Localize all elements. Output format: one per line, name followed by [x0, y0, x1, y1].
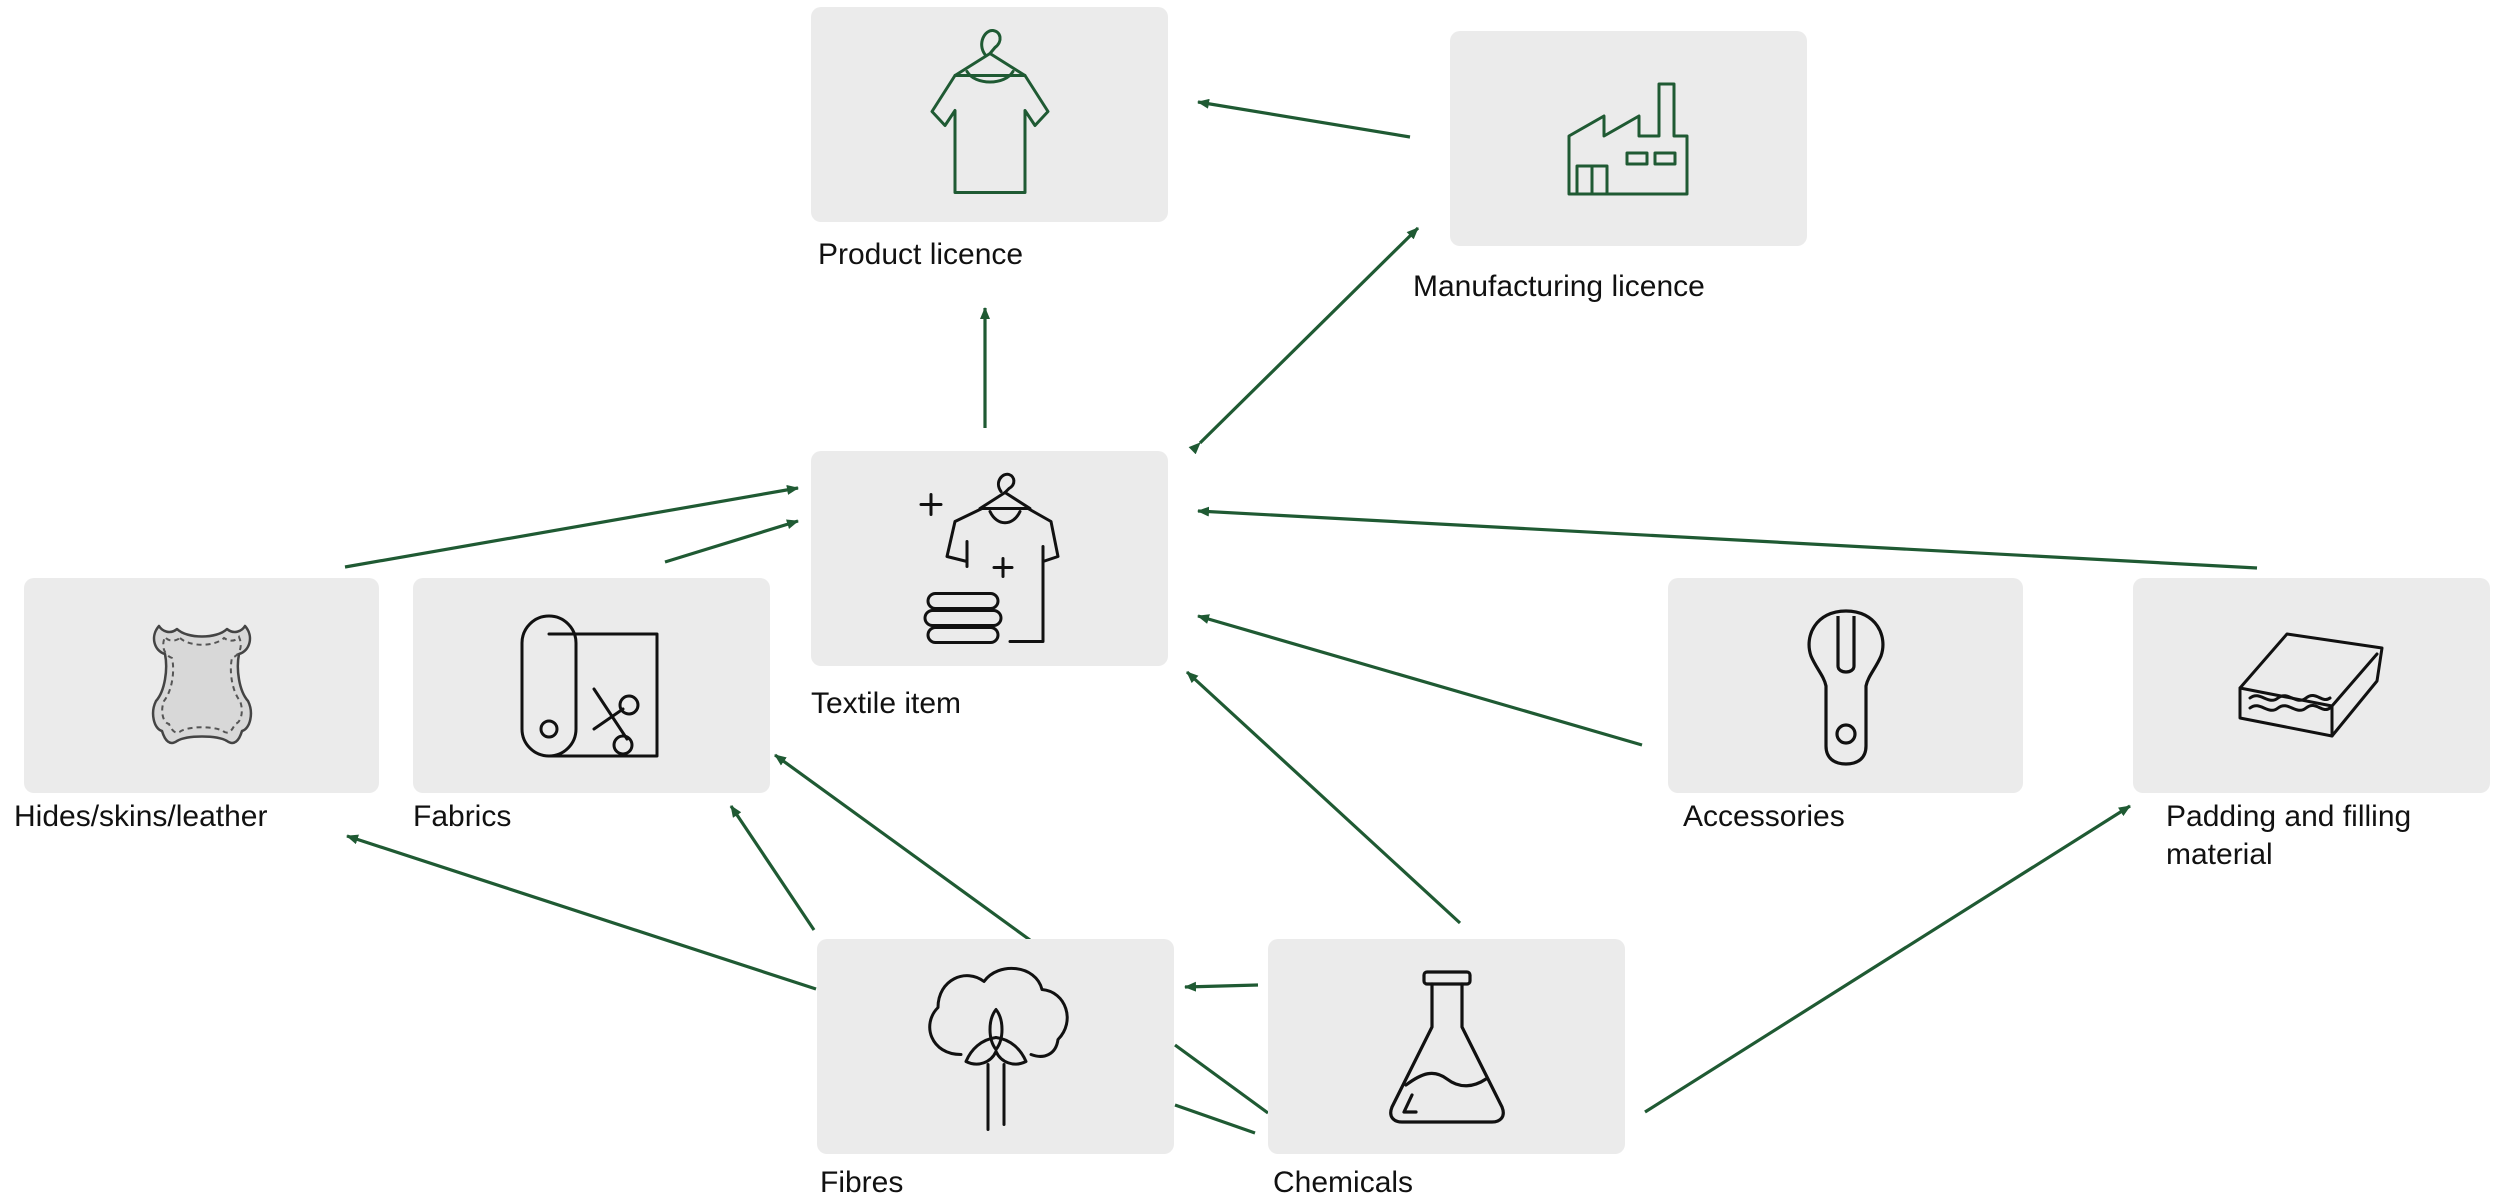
arrow-chemicals-to-textile: [1185, 670, 1462, 925]
chemicals-box: [1268, 939, 1625, 1154]
zipper-pull-icon: [1807, 608, 1884, 766]
product-licence-box: [811, 7, 1168, 222]
product-licence-label: Product licence: [818, 238, 1024, 271]
arrow-padding-to-textile: [1197, 506, 2258, 570]
arrow-chemicals-to-padding: [1644, 804, 2131, 1114]
manufacturing-licence-label: Manufacturing licence: [1413, 270, 1705, 303]
fabrics-box: [413, 578, 770, 793]
connector-fibres-chemicals-a: [1174, 1043, 1269, 1115]
arrow-fibres-to-fabrics-b: [774, 753, 1031, 942]
hides-skins-leather-box: [24, 578, 379, 793]
arrow-fibres-to-hides: [346, 834, 817, 991]
laundry-clothes-icon: [919, 472, 1059, 644]
leather-hide-icon: [151, 624, 252, 744]
padding-layers-icon: [2238, 632, 2383, 737]
arrow-textile-to-manufacturing: [1188, 226, 1420, 455]
arrow-manufacturing-to-product: [1197, 98, 1411, 139]
fabric-roll-scissors-icon: [520, 614, 658, 757]
arrow-fibres-to-fabrics-a: [729, 805, 816, 931]
textile-item-box: [811, 451, 1168, 666]
padding-filling-box: [2133, 578, 2490, 793]
textile-item-label: Textile item: [811, 687, 962, 720]
arrow-fabrics-to-textile: [664, 519, 799, 564]
arrow-accessories-to-textile: [1197, 614, 1643, 747]
hides-skins-leather-label: Hides/skins/leather: [14, 800, 268, 833]
arrow-hides-to-textile: [344, 484, 799, 569]
manufacturing-licence-box: [1450, 31, 1807, 246]
connector-fibres-chemicals-b: [1174, 1103, 1256, 1135]
fibres-box: [817, 939, 1174, 1154]
chemical-flask-icon: [1388, 969, 1505, 1124]
accessories-label: Accessories: [1683, 800, 1845, 833]
chemicals-label: Chemicals: [1273, 1166, 1414, 1199]
padding-filling-label: Padding and filling material: [2166, 800, 2412, 871]
fabrics-label: Fabrics: [413, 800, 512, 833]
t-shirt-on-hanger-icon: [930, 28, 1049, 194]
arrow-chemicals-to-fibres: [1184, 981, 1259, 992]
factory-icon: [1567, 82, 1688, 195]
cotton-plant-icon: [927, 966, 1069, 1131]
fibres-label: Fibres: [820, 1166, 904, 1199]
accessories-box: [1668, 578, 2023, 793]
